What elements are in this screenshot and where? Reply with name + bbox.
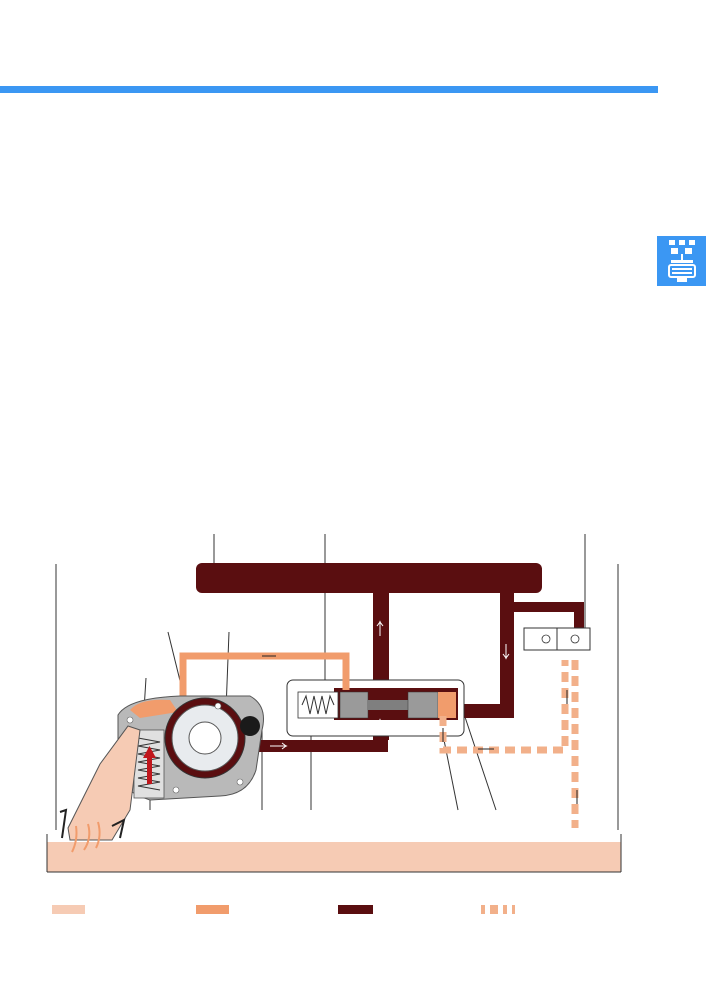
legend-swatch-oil-supply [52,905,85,914]
engine-lubrication-icon [657,236,706,286]
oil-sump [47,842,621,872]
diagram-frame [55,564,619,830]
pump-drive-shaft [240,716,260,736]
valve-spring [301,694,335,715]
legend-swatch-oil-return [481,905,515,914]
oil-pump-circuit-diagram [46,534,622,873]
legend-swatch-oil-pressure [338,905,373,914]
legend-swatch-oil-controlled [196,905,229,914]
suction-pipe [67,725,141,841]
oil-pump [117,695,264,801]
flow-arrows [270,620,510,750]
header-rule [0,86,658,93]
main-oil-gallery [196,563,542,593]
